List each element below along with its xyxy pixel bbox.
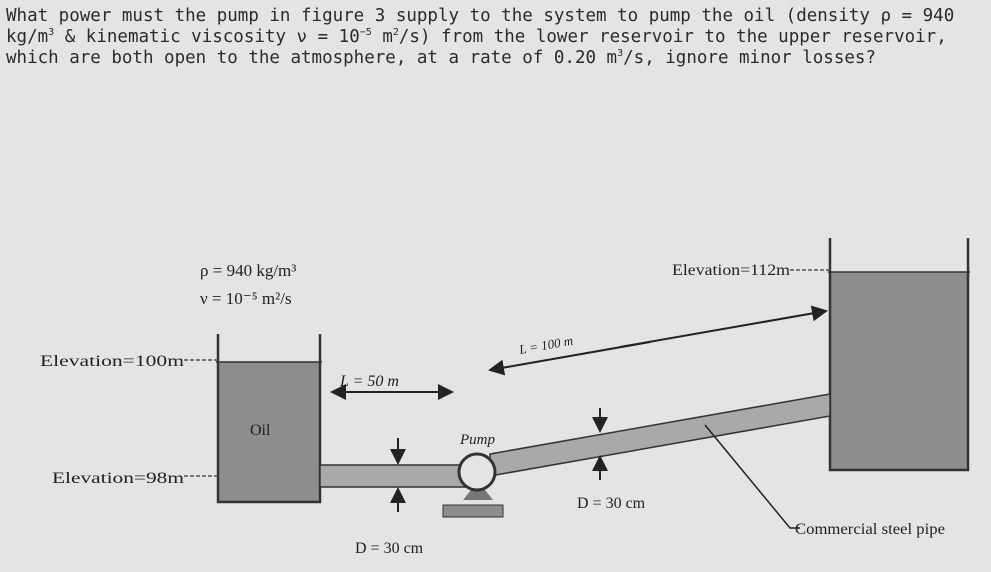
length-100m-dimension bbox=[488, 305, 828, 376]
upper-reservoir bbox=[828, 238, 970, 472]
length-50m-label: L = 50 m bbox=[339, 373, 399, 390]
suction-pipe bbox=[319, 464, 473, 488]
pump bbox=[442, 452, 504, 518]
density-label: ρ = 940 kg/m³ bbox=[200, 261, 296, 280]
length-100m-label: L = 100 m bbox=[517, 333, 574, 357]
elevation-98m-label: Elevation=98m bbox=[52, 470, 185, 487]
discharge-pipe bbox=[489, 393, 831, 477]
question-text: What power must the pump in figure 3 sup… bbox=[6, 6, 955, 68]
pump-label: Pump bbox=[459, 432, 495, 448]
viscosity-label: ν = 10⁻⁵ m²/s bbox=[200, 289, 292, 308]
diameter-right-label: D = 30 cm bbox=[577, 495, 646, 512]
pipe-material-leader bbox=[704, 424, 800, 529]
oil-label: Oil bbox=[250, 422, 271, 439]
diameter-left-label: D = 30 cm bbox=[355, 540, 424, 557]
pipe-material-label: Commercial steel pipe bbox=[795, 521, 945, 538]
elevation-100m-label: Elevation=100m bbox=[40, 353, 185, 370]
lower-reservoir bbox=[216, 334, 322, 504]
elevation-upper-label: Elevation=112m bbox=[672, 262, 791, 279]
